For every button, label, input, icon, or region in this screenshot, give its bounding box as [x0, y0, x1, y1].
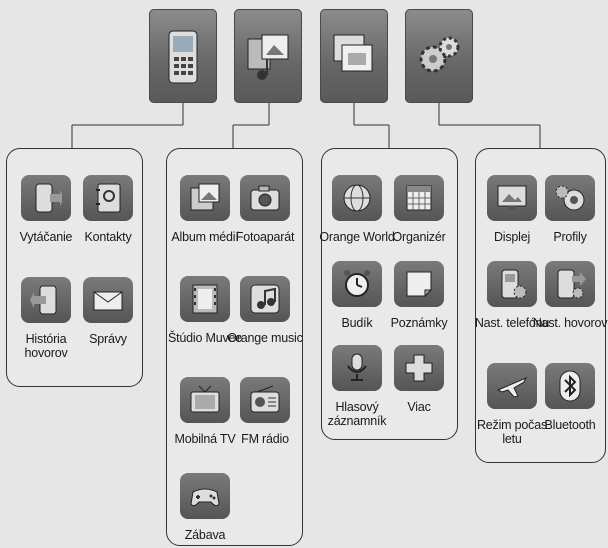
group-multimedia: Album médií Fotoaparát Štúdio Muvee Oran… [166, 148, 303, 546]
category-applications[interactable] [320, 9, 388, 103]
item-label: Správy [89, 332, 127, 346]
category-settings[interactable] [405, 9, 473, 103]
call-settings-icon [545, 261, 595, 307]
item-label: Štúdio Muvee [167, 331, 243, 345]
item-label: Režim počas letu [476, 418, 548, 446]
speaker-icon [545, 175, 595, 221]
windows-icon [333, 34, 373, 72]
group-phone: Vytáčanie Kontakty História hovorov Sprá… [6, 148, 143, 387]
item-label: Displej [493, 230, 531, 244]
item-label: História hovorov [24, 332, 68, 360]
item-label: Mobilná TV [174, 432, 236, 446]
phone-settings-icon [487, 261, 537, 307]
camera-icon [240, 175, 290, 221]
contacts-icon [83, 175, 133, 221]
call-history-icon [21, 277, 71, 323]
item-label: Zábava [184, 528, 226, 542]
alarm-clock-icon [332, 261, 382, 307]
item-label: Nast. hovorov [532, 316, 608, 330]
item-label: Fotoaparát [235, 230, 295, 244]
item-label: Hlasový záznamník [327, 400, 387, 428]
group-applications: Orange World Organizér Budík Poznámky Hl… [319, 148, 458, 440]
film-icon [180, 276, 230, 322]
radio-icon [240, 377, 290, 423]
airplane-icon [487, 363, 537, 409]
item-label: Vytáčanie [19, 230, 73, 244]
item-label: Viac [407, 400, 431, 414]
phone-icon [168, 30, 198, 84]
notes-icon [394, 261, 444, 307]
item-label: Kontakty [84, 230, 132, 244]
item-label: Album médií [171, 230, 239, 244]
item-label: Organizér [392, 230, 446, 244]
item-label: Poznámky [390, 316, 448, 330]
item-label: Nast. telefónu [474, 316, 550, 330]
item-label: Orange music [227, 331, 303, 345]
gamepad-icon [180, 473, 230, 519]
item-label: Orange World [319, 230, 395, 244]
music-icon [240, 276, 290, 322]
envelope-icon [83, 277, 133, 323]
bluetooth-icon [545, 363, 595, 409]
media-album-icon [180, 175, 230, 221]
category-multimedia[interactable] [234, 9, 302, 103]
group-settings: Displej Profily Nast. telefónu Nast. hov… [475, 148, 608, 463]
dial-icon [21, 175, 71, 221]
category-phone[interactable] [149, 9, 217, 103]
tv-icon [180, 377, 230, 423]
globe-icon [332, 175, 382, 221]
microphone-icon [332, 345, 382, 391]
item-label: Bluetooth [544, 418, 596, 432]
calendar-icon [394, 175, 444, 221]
media-icon [247, 34, 289, 80]
gears-icon [419, 36, 460, 73]
item-label: Profily [553, 230, 587, 244]
item-label: FM rádio [241, 432, 289, 446]
item-label: Budík [341, 316, 373, 330]
plus-icon [394, 345, 444, 391]
display-icon [487, 175, 537, 221]
